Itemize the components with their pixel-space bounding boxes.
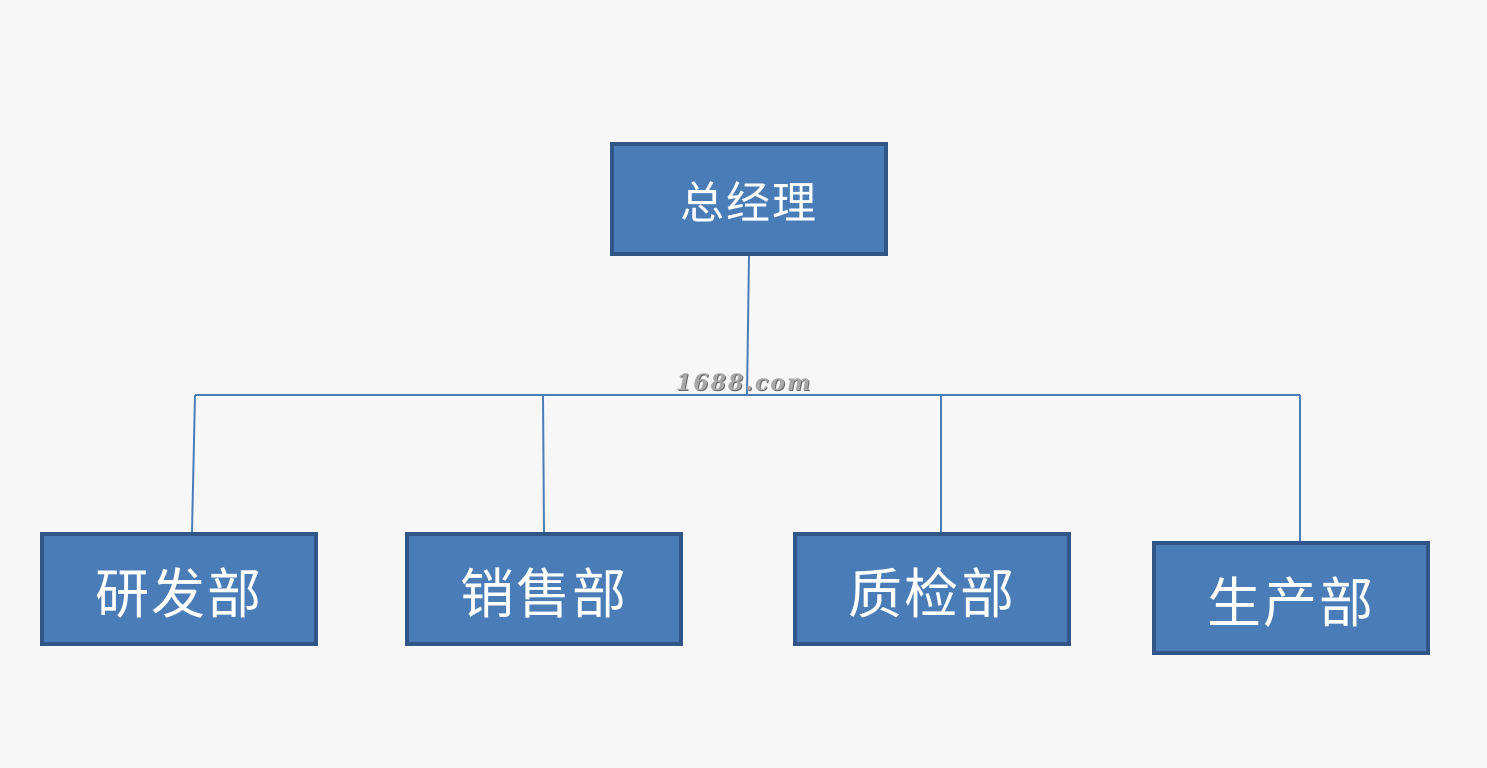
branch-line-dept-0 bbox=[191, 394, 196, 533]
branch-line-dept-1 bbox=[542, 394, 545, 533]
general-manager-label: 总经理 bbox=[680, 178, 818, 229]
root-stem-line bbox=[746, 255, 750, 396]
quality-department-label: 质检部 bbox=[848, 562, 1016, 626]
sales-department-node: 销售部 bbox=[405, 532, 683, 646]
rd-department-label: 研发部 bbox=[95, 562, 263, 626]
general-manager-node: 总经理 bbox=[610, 142, 888, 256]
production-department-node: 生产部 bbox=[1152, 541, 1430, 655]
sales-department-label: 销售部 bbox=[460, 562, 628, 626]
rd-department-node: 研发部 bbox=[40, 532, 318, 646]
quality-department-node: 质检部 bbox=[793, 532, 1071, 646]
production-department-label: 生产部 bbox=[1207, 571, 1375, 635]
watermark-text: 1688.com bbox=[676, 370, 813, 396]
